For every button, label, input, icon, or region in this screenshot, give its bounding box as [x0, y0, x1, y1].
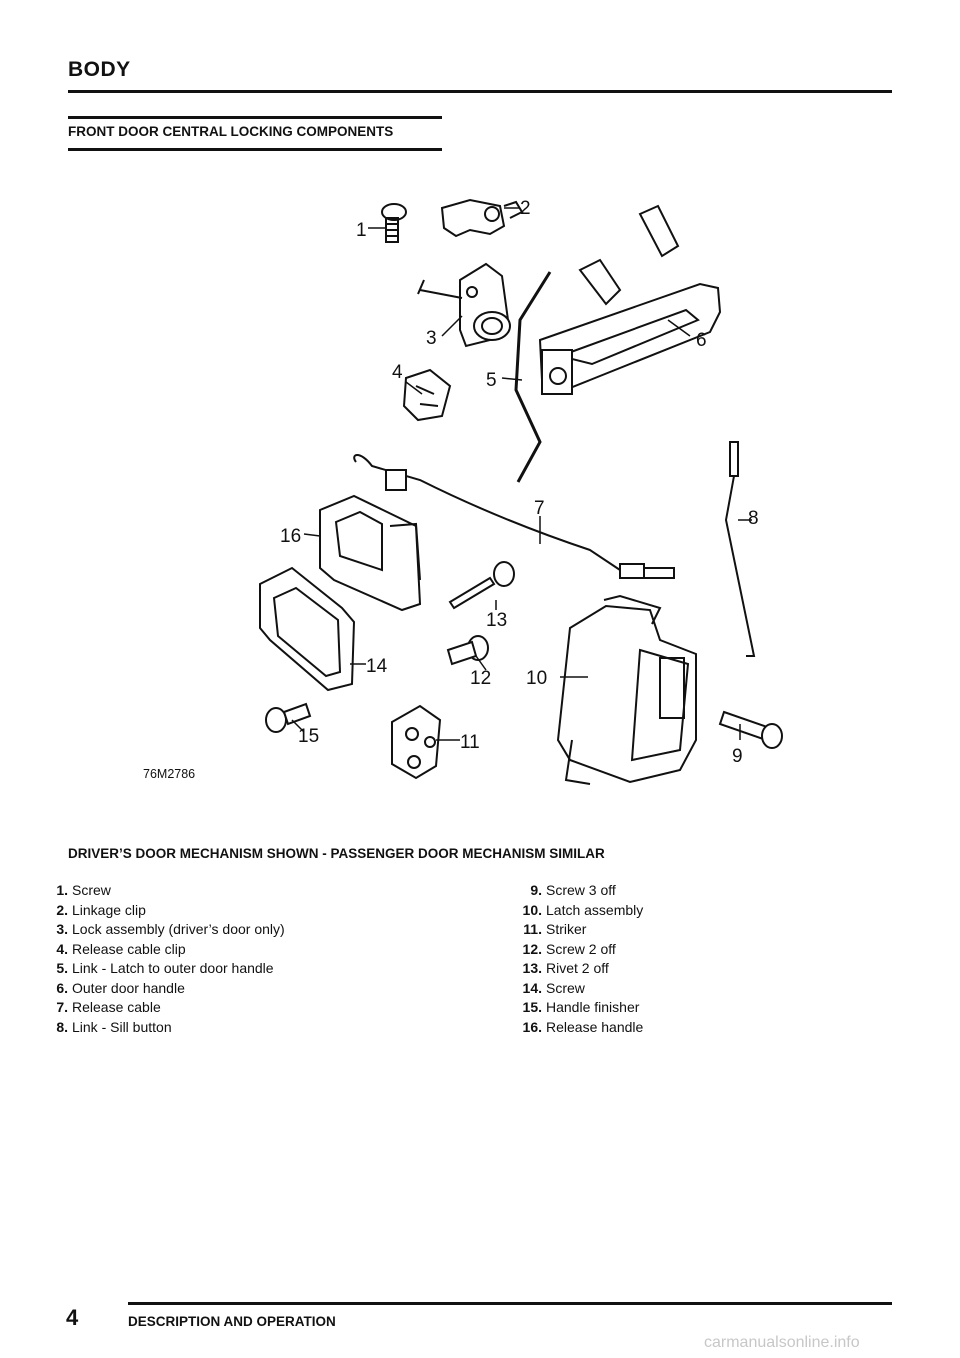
callout-12: 12 [470, 668, 491, 689]
part-rivet-13 [448, 561, 515, 610]
legend-item: 13.Rivet 2 off [508, 960, 643, 980]
legend-number: 16. [522, 1018, 542, 1035]
part-latch-assembly-10 [556, 594, 697, 785]
leader-lines [291, 207, 752, 741]
legend-text: Screw [546, 979, 585, 996]
legend-number: 4. [56, 940, 68, 957]
legend-item: 7.Release cable [34, 999, 285, 1019]
callout-16: 16 [280, 526, 301, 547]
legend-number: 13. [522, 960, 542, 976]
figure-reference: 76M2786 [143, 767, 196, 781]
callout-10: 10 [526, 668, 547, 689]
legend-item: 12.Screw 2 off [508, 941, 643, 961]
page-number: 4 [66, 1305, 79, 1330]
legend-item: 16.Release handle [508, 1018, 644, 1039]
legend-number: 11. [523, 921, 542, 937]
part-lock-assembly-3 [417, 262, 511, 348]
legend-number: 1. [56, 882, 68, 898]
callout-5: 5 [486, 370, 497, 391]
callout-3: 3 [426, 328, 437, 349]
legend-text: Linkage clip [72, 901, 146, 918]
part-sill-button-link-8 [724, 441, 756, 657]
legend-text: Link - Sill button [72, 1018, 172, 1035]
legend-item: 11.Striker [508, 921, 643, 941]
callout-8: 8 [748, 508, 759, 529]
part-screw-1 [381, 203, 407, 243]
part-screw-12 [446, 635, 489, 666]
legend-text: Screw 3 off [546, 882, 616, 898]
figure-caption: DRIVER’S DOOR MECHANISM SHOWN - PASSENGE… [68, 846, 605, 861]
legend-text: Release cable [72, 999, 161, 1015]
legend-item: 9.Screw 3 off [508, 882, 643, 902]
legend-right-column: 9.Screw 3 off 10.Latch assembly 11.Strik… [508, 882, 644, 1039]
part-release-cable-clip-4 [402, 368, 452, 422]
callout-13: 13 [486, 610, 507, 631]
section-rule-top [68, 116, 442, 119]
legend-item: 6.Outer door handle [34, 980, 285, 1000]
callout-2: 2 [520, 198, 531, 219]
legend-text: Link - Latch to outer door handle [72, 960, 274, 976]
legend-number: 10. [522, 901, 542, 918]
callout-9: 9 [732, 746, 743, 767]
legend-text: Release handle [546, 1018, 644, 1035]
footer-section-title: DESCRIPTION AND OPERATION [128, 1314, 336, 1329]
section-rule-bottom [68, 148, 442, 151]
part-screw-9 [718, 710, 783, 749]
legend-text: Striker [546, 921, 587, 937]
legend-item: 4.Release cable clip [34, 941, 285, 961]
part-screw-15 [265, 702, 312, 733]
callout-11: 11 [460, 732, 480, 753]
legend-text: Screw [72, 882, 111, 898]
callout-14: 14 [366, 656, 388, 677]
components-illustration: 1 2 3 4 5 6 7 8 9 10 11 12 13 14 15 16 [259, 198, 783, 785]
callout-6: 6 [696, 330, 707, 351]
page-header-title: BODY [68, 58, 131, 81]
callout-15: 15 [298, 726, 319, 747]
exploded-diagram: 1 2 3 4 5 6 7 8 9 10 11 12 13 14 15 16 [120, 180, 820, 800]
watermark: carmanualsonline.info [704, 1334, 860, 1351]
footer-rule [128, 1302, 892, 1305]
section-title: FRONT DOOR CENTRAL LOCKING COMPONENTS [68, 124, 394, 139]
legend-text: Rivet 2 off [546, 960, 609, 976]
part-handle-finisher-14 [259, 566, 356, 692]
legend-left-column: 1.Screw 2.Linkage clip 3.Lock assembly (… [34, 882, 285, 1039]
legend-number: 8. [56, 1018, 68, 1035]
part-striker-11 [391, 704, 442, 780]
legend-number: 12. [522, 940, 542, 957]
legend-item: 10.Latch assembly [508, 901, 644, 922]
part-link-5 [514, 271, 552, 483]
legend-number: 15. [522, 999, 542, 1015]
legend-item: 3.Lock assembly (driver’s door only) [34, 921, 285, 941]
part-outer-door-handle-6 [538, 204, 722, 395]
legend-item: 2.Linkage clip [34, 902, 285, 922]
legend-text: Latch assembly [546, 901, 644, 918]
legend-text: Release cable clip [72, 940, 186, 957]
part-release-cable-7 [353, 454, 675, 579]
legend-number: 6. [56, 979, 68, 996]
legend-number: 5. [56, 960, 68, 976]
legend-number: 9. [530, 882, 542, 898]
legend-number: 2. [56, 901, 68, 918]
callout-labels: 1 2 3 4 5 6 7 8 9 10 11 12 13 14 15 16 [280, 198, 759, 767]
part-release-handle-16 [319, 494, 422, 612]
callout-7: 7 [534, 498, 545, 519]
legend-text: Screw 2 off [546, 940, 616, 957]
legend-item: 8.Link - Sill button [34, 1019, 285, 1039]
legend-number: 3. [56, 921, 68, 937]
part-linkage-clip-2 [440, 198, 524, 238]
legend-text: Outer door handle [72, 979, 185, 996]
legend-item: 1.Screw [34, 882, 285, 902]
legend-text: Handle finisher [546, 999, 640, 1015]
header-rule [68, 90, 892, 93]
callout-4: 4 [392, 362, 403, 383]
legend-item: 14.Screw [508, 980, 643, 1000]
legend-item: 5.Link - Latch to outer door handle [34, 960, 285, 980]
legend-number: 14. [522, 979, 542, 996]
legend-text: Lock assembly (driver’s door only) [72, 921, 285, 937]
legend-number: 7. [56, 999, 68, 1015]
callout-1: 1 [356, 220, 367, 241]
legend-item: 15.Handle finisher [508, 999, 643, 1019]
